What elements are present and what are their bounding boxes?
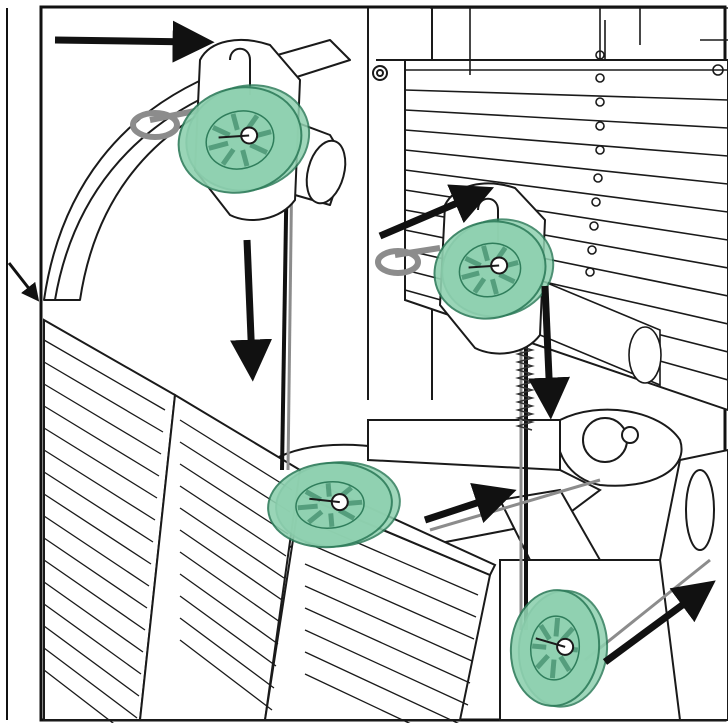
- arrow-right-down: [528, 285, 570, 420]
- seat-rib: [43, 669, 114, 723]
- seat-rib: [179, 595, 277, 667]
- seat-rib: [179, 551, 281, 623]
- seat-rib: [304, 673, 411, 723]
- seat-rib: [179, 639, 273, 711]
- seat-rib: [304, 563, 475, 640]
- arrows: [7, 20, 716, 665]
- seat-rib: [43, 449, 156, 521]
- seat-rib: [304, 607, 471, 684]
- seat-rib: [179, 573, 279, 645]
- seat-pads: [43, 318, 497, 721]
- seat-ribs: [43, 339, 479, 723]
- arrow-bottom-right: [602, 580, 716, 665]
- seat-rib: [43, 537, 148, 609]
- seat-rib: [179, 617, 275, 689]
- seat-rib: [179, 419, 293, 491]
- arrow-top-left: [54, 20, 215, 63]
- seat-rib: [43, 515, 150, 587]
- pulleys: [177, 84, 609, 708]
- seat-rib: [304, 585, 473, 662]
- seat-rib: [43, 493, 152, 565]
- upper-left-pulley: [177, 84, 311, 194]
- seat-rib: [43, 383, 162, 455]
- seat-rib: [43, 559, 146, 631]
- center-pulley: [267, 461, 401, 549]
- seat-rib: [43, 603, 142, 675]
- upper-right-pulley: [433, 218, 555, 320]
- seat-rib: [43, 339, 166, 411]
- seat-rib: [43, 471, 154, 543]
- seat-rib: [179, 485, 287, 557]
- seat-rib: [304, 651, 459, 723]
- seat-rib: [179, 507, 285, 579]
- seat-rib: [43, 647, 138, 719]
- seat-rib: [304, 541, 477, 618]
- seat-rib: [179, 529, 283, 601]
- seat-rib: [179, 463, 289, 535]
- seat-rib: [43, 361, 164, 433]
- seat-rib: [43, 405, 160, 477]
- lower-right-pulley: [509, 589, 609, 708]
- seat-rib: [43, 625, 140, 697]
- arrow-center: [423, 483, 517, 524]
- seat-rib: [43, 427, 158, 499]
- arrow-right-upper: [378, 184, 495, 240]
- seat-rib: [43, 581, 144, 653]
- arrow-left-edge: [7, 262, 40, 302]
- seat-rib: [304, 629, 469, 706]
- arrow-left-down: [230, 239, 273, 382]
